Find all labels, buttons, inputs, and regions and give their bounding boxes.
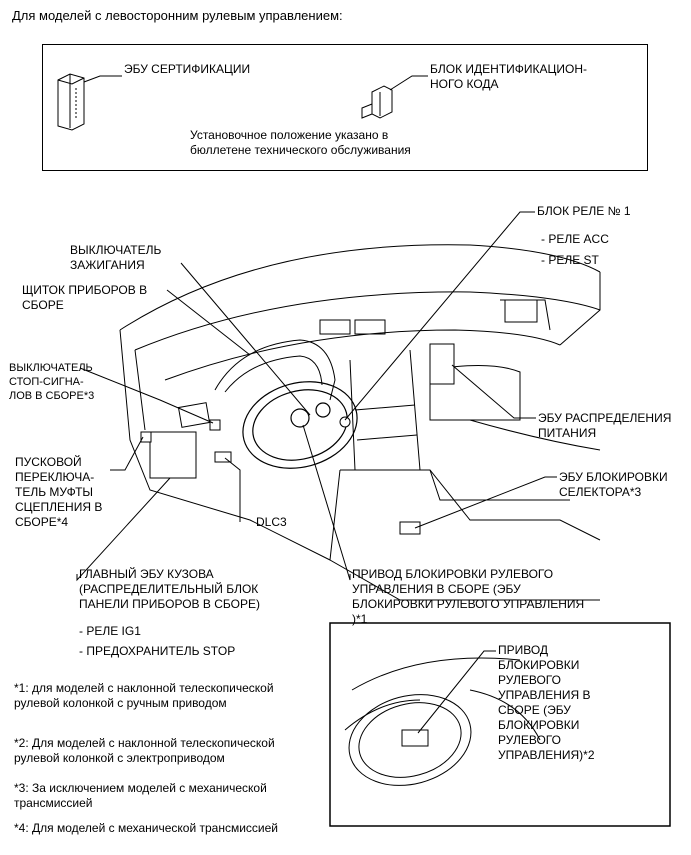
label-power-distribution-ecu: ЭБУ РАСПРЕДЕЛЕНИЯ ПИТАНИЯ: [538, 411, 672, 440]
clutch-switch: [140, 431, 152, 443]
leader-clutch: [110, 436, 144, 471]
install-position-note: Установочное положение указано в бюллете…: [190, 128, 411, 157]
label-steering-lock-1: ПРИВОД БЛОКИРОВКИ РУЛЕВОГО УПРАВЛЕНИЯ В …: [352, 567, 585, 626]
relay-block-spot: [339, 416, 351, 428]
main-body-ecu-block: [149, 431, 197, 479]
label-ignition-switch: ВЫКЛЮЧАТЕЛЬ ЗАЖИГАНИЯ: [70, 243, 162, 272]
certification-ecu-icon: [57, 73, 85, 131]
footnote-3: *3: За исключением моделей с механическо…: [14, 781, 267, 810]
dlc3-connector: [214, 451, 232, 463]
label-relay-block-1: БЛОК РЕЛЕ № 1: [537, 204, 631, 218]
stop-lamp-switch: [209, 419, 221, 431]
ecu-power-distribution: [429, 343, 455, 385]
label-clutch-start-switch: ПУСКОВОЙ ПЕРЕКЛЮЧА- ТЕЛЬ МУФТЫ СЦЕПЛЕНИЯ…: [15, 455, 103, 529]
leader-ignition: [180, 262, 311, 416]
label-relay-ig1: - РЕЛЕ IG1: [79, 624, 141, 638]
leader-relay-block: [344, 211, 535, 421]
leader-stop-lamp: [79, 367, 214, 424]
footnote-4: *4: Для моделей с механической трансмисс…: [14, 821, 279, 835]
label-id-code-block: БЛОК ИДЕНТИФИКАЦИОН- НОГО КОДА: [430, 62, 588, 91]
leader-main-body: [76, 477, 171, 582]
label-shift-lock-ecu: ЭБУ БЛОКИРОВКИ СЕЛЕКТОРА*3: [559, 470, 668, 499]
leader-cluster: [166, 289, 251, 356]
label-relay-st: - РЕЛЕ ST: [541, 253, 599, 267]
top-info-box: [42, 44, 648, 171]
leader-dlc3: [224, 457, 241, 522]
leader-steering-lock-2: [417, 650, 496, 734]
label-stop-lamp-switch: ВЫКЛЮЧАТЕЛЬ СТОП-СИГНА- ЛОВ В СБОРЕ*3: [9, 362, 95, 402]
label-steering-lock-2: ПРИВОД БЛОКИРОВКИ РУЛЕВОГО УПРАВЛЕНИЯ В …: [498, 643, 595, 762]
leader-steering-lock: [302, 424, 351, 581]
label-instrument-cluster: ЩИТОК ПРИБОРОВ В СБОРЕ: [22, 283, 148, 312]
leader-power-dist: [451, 364, 536, 419]
leader-shift-lock: [414, 476, 557, 529]
label-certification-ecu: ЭБУ СЕРТИФИКАЦИИ: [124, 62, 251, 76]
label-dlc3: DLC3: [256, 515, 287, 529]
shift-lock-ecu-box: [399, 521, 421, 535]
label-relay-acc: - РЕЛЕ ACC: [541, 232, 609, 246]
footnote-2: *2: Для моделей с наклонной телескопичес…: [14, 736, 275, 765]
footnote-1: *1: для моделей с наклонной телескопичес…: [14, 681, 274, 710]
id-code-block-icon: [361, 85, 393, 119]
page-title: Для моделей с левосторонним рулевым упра…: [12, 8, 343, 23]
label-fuse-stop: - ПРЕДОХРАНИТЕЛЬ STOP: [79, 644, 236, 658]
label-main-body-ecu: ГЛАВНЫЙ ЭБУ КУЗОВА (РАСПРЕДЕЛИТЕЛЬНЫЙ БЛ…: [79, 567, 260, 611]
